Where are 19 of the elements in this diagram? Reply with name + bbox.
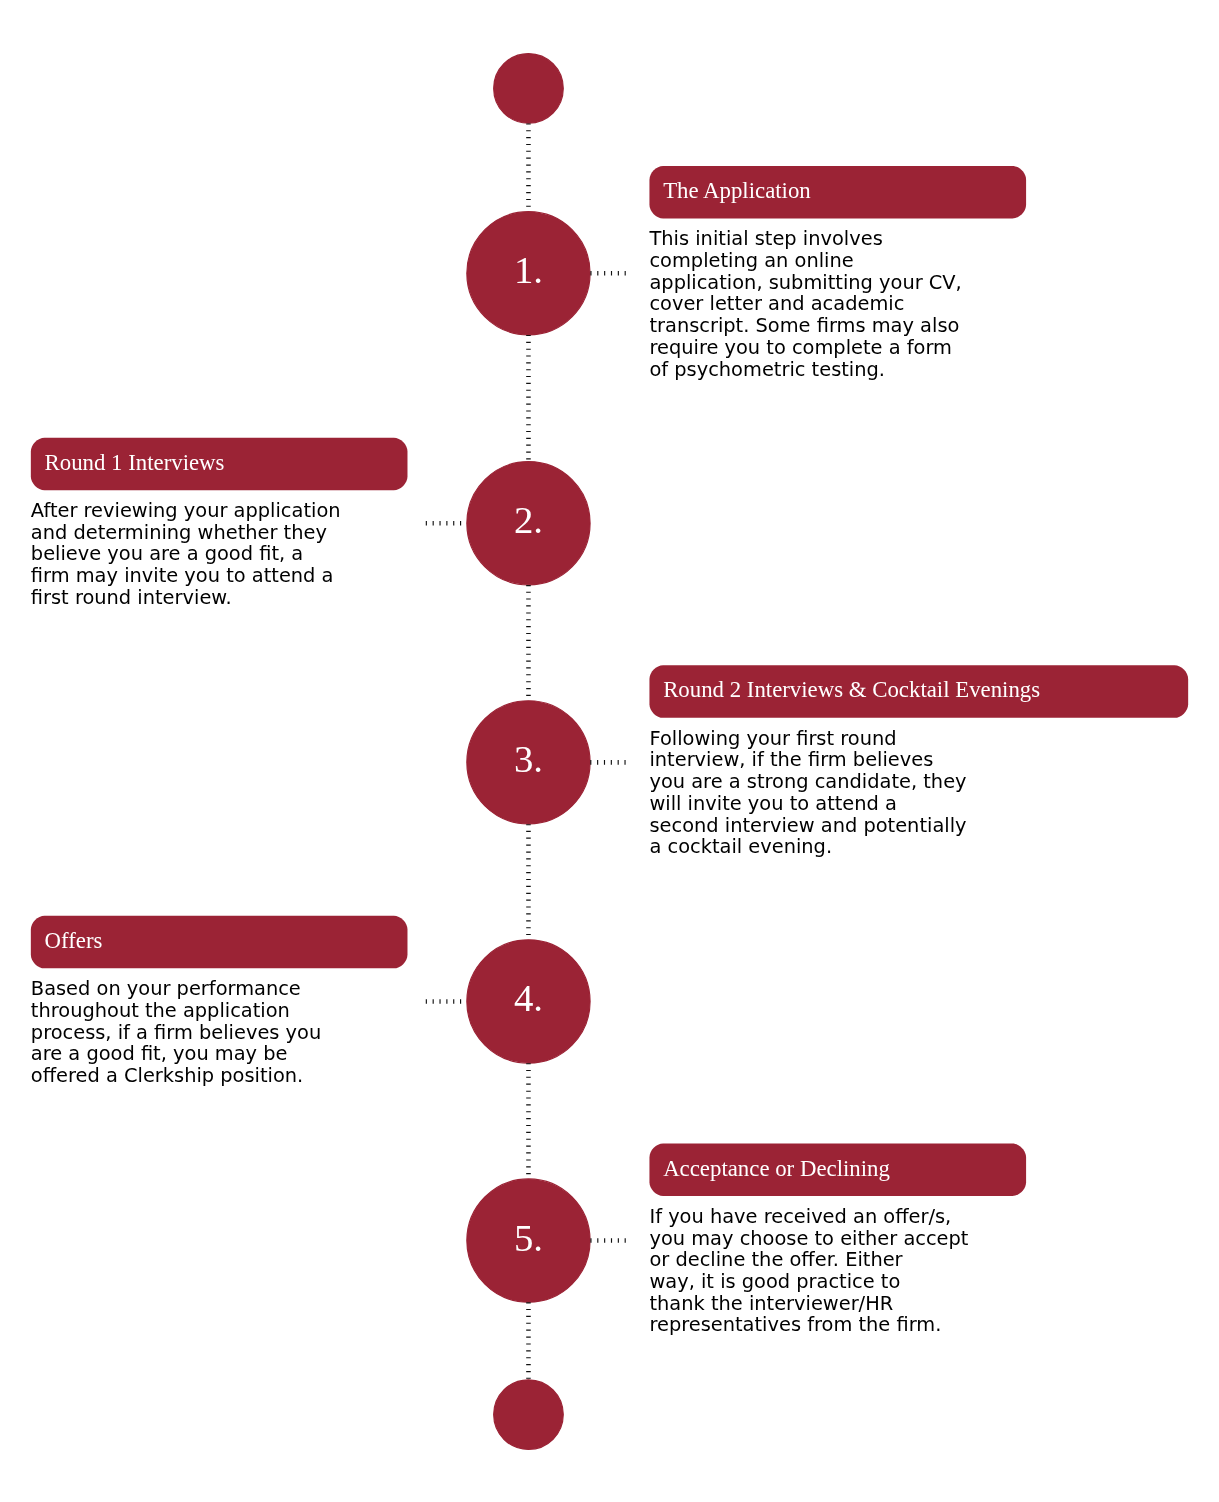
node-label: Based on your performance throughout the application process, if a firm believes you are a good fit, you may be offered a Clerkship position.: [30, 976, 322, 1087]
node-box: Offers: [30, 915, 408, 968]
connector: [526, 334, 531, 461]
node-circle: 5.: [466, 1177, 591, 1303]
node-label: After reviewing your application and determining whether they believe you are a good fit, a firm may invite you to attend a first round interview.: [30, 498, 341, 609]
connector: [526, 1301, 531, 1379]
node-circle: 4.: [466, 938, 591, 1064]
node-circle: [493, 52, 564, 124]
node-label: This initial step involves completing an online application, submitting your CV, cover letter and academic transcript. Some firms may also require you to complete a form of psychometric testing.: [649, 226, 962, 381]
node-circle: 1.: [466, 210, 591, 335]
node-circle: [493, 1378, 564, 1450]
node-box: Round 1 Interviews: [30, 437, 408, 490]
node-circle: 2.: [466, 460, 591, 585]
node-box: The Application: [649, 165, 1027, 218]
node-label: Following your first round interview, if the firm believes you are a strong candidate, they will invite you to attend a second interview and potentially a cocktail evening.: [649, 726, 967, 858]
node-box: Acceptance or Declining: [649, 1143, 1027, 1196]
node-box: Round 2 Interviews & Cocktail Evenings: [649, 664, 1189, 718]
node-label: If you have received an offer/s, you may choose to either accept or decline the offer. Either way, it is good practice to thank the interviewer/HR representatives from the firm.: [649, 1204, 969, 1336]
node-circle: 3.: [466, 699, 591, 825]
